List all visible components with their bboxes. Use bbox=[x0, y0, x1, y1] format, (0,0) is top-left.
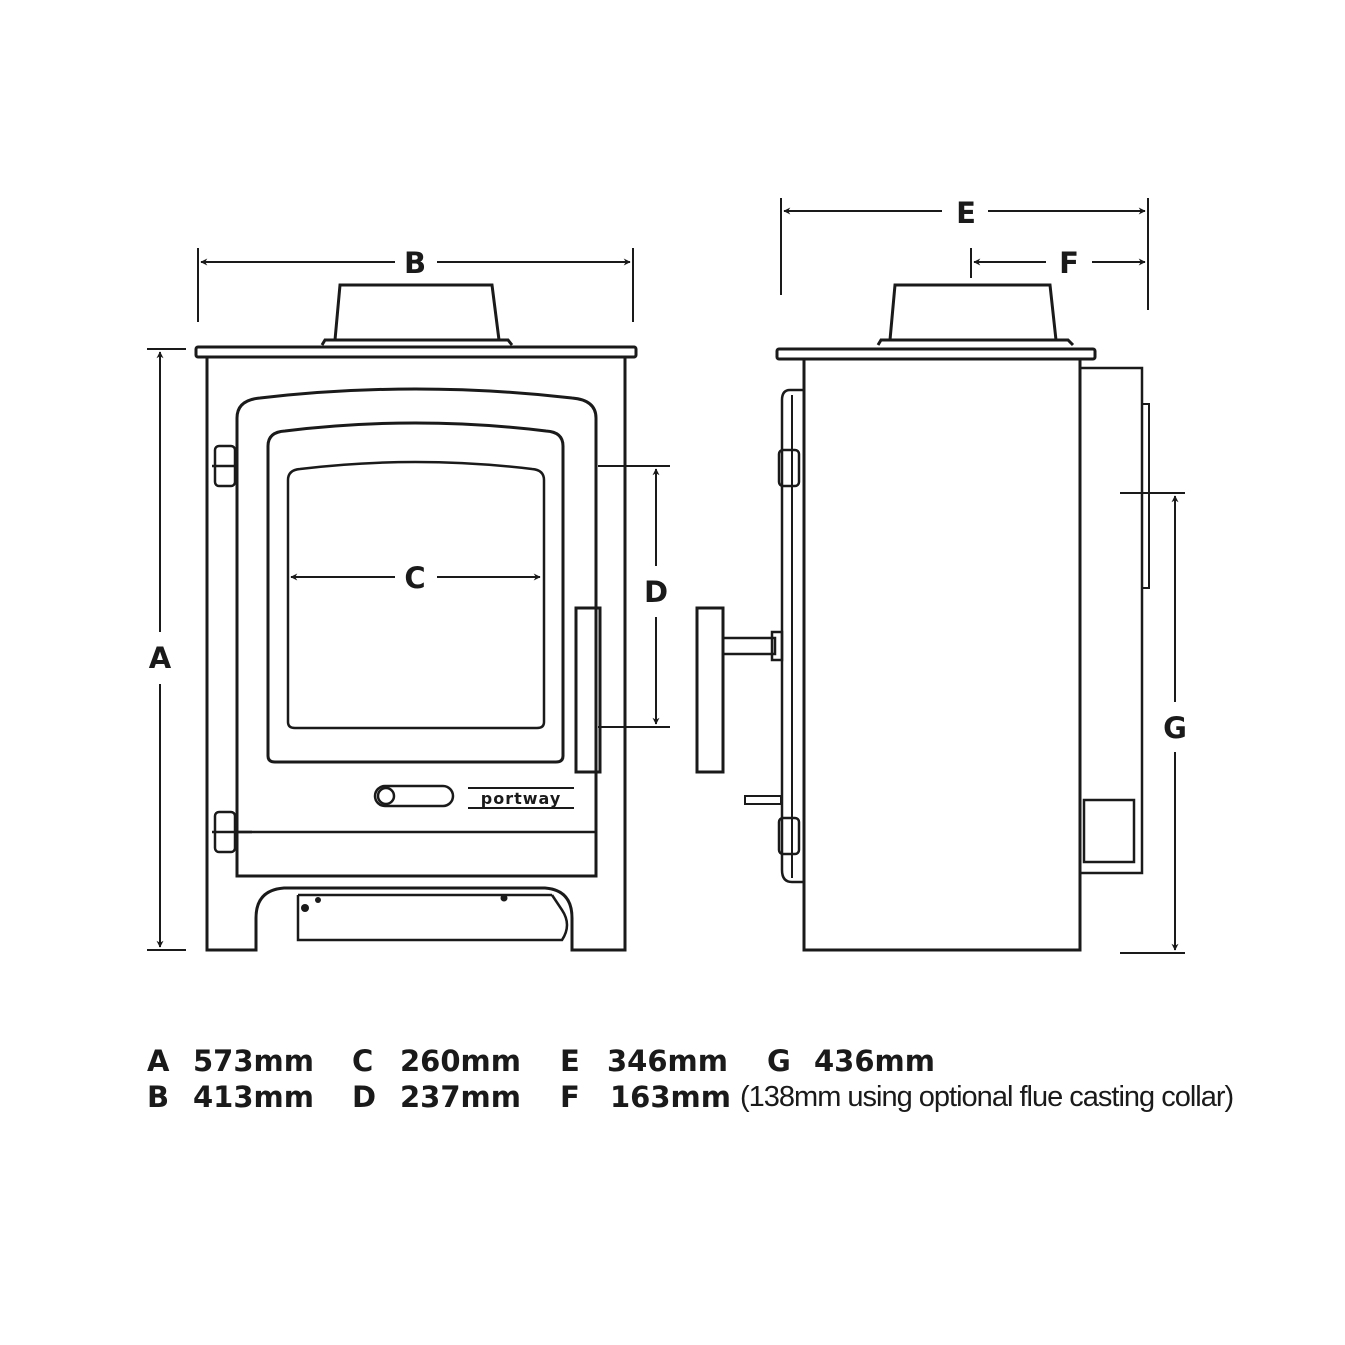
label-c: C bbox=[404, 561, 425, 595]
front-flue-base bbox=[320, 338, 514, 346]
dimension-labels: A B C D E F G bbox=[149, 196, 1187, 745]
front-top-plate bbox=[194, 345, 638, 359]
dimension-lines bbox=[147, 198, 1185, 954]
side-handle-shaft bbox=[721, 636, 777, 656]
side-rear-section bbox=[1080, 366, 1144, 875]
side-rear-panel bbox=[1141, 403, 1150, 589]
side-body bbox=[802, 357, 1082, 952]
front-door-outer bbox=[235, 387, 598, 878]
front-ashpan bbox=[296, 894, 569, 942]
side-flue-base bbox=[876, 338, 1075, 347]
brand-text: portway bbox=[481, 789, 562, 808]
side-handle-grip bbox=[695, 606, 725, 774]
side-hinge-bottom bbox=[777, 816, 801, 856]
label-e: E bbox=[956, 196, 976, 230]
side-rear-box bbox=[1082, 798, 1136, 864]
front-flue-collar bbox=[333, 283, 501, 341]
air-control-slider bbox=[373, 784, 455, 808]
front-door-glass bbox=[286, 460, 546, 730]
front-door-handle bbox=[574, 606, 602, 774]
front-body bbox=[205, 357, 627, 952]
label-b: B bbox=[404, 246, 426, 280]
side-hinge-top bbox=[777, 448, 801, 488]
front-view bbox=[194, 283, 638, 952]
brand-plate: portway bbox=[468, 787, 574, 809]
label-g: G bbox=[1163, 711, 1187, 745]
front-door-frame bbox=[266, 421, 565, 764]
label-f: F bbox=[1059, 246, 1079, 280]
side-air-rod bbox=[744, 795, 782, 805]
label-a: A bbox=[149, 641, 172, 675]
label-d: D bbox=[644, 575, 668, 609]
side-flue-collar bbox=[888, 283, 1058, 341]
side-view bbox=[695, 283, 1150, 952]
